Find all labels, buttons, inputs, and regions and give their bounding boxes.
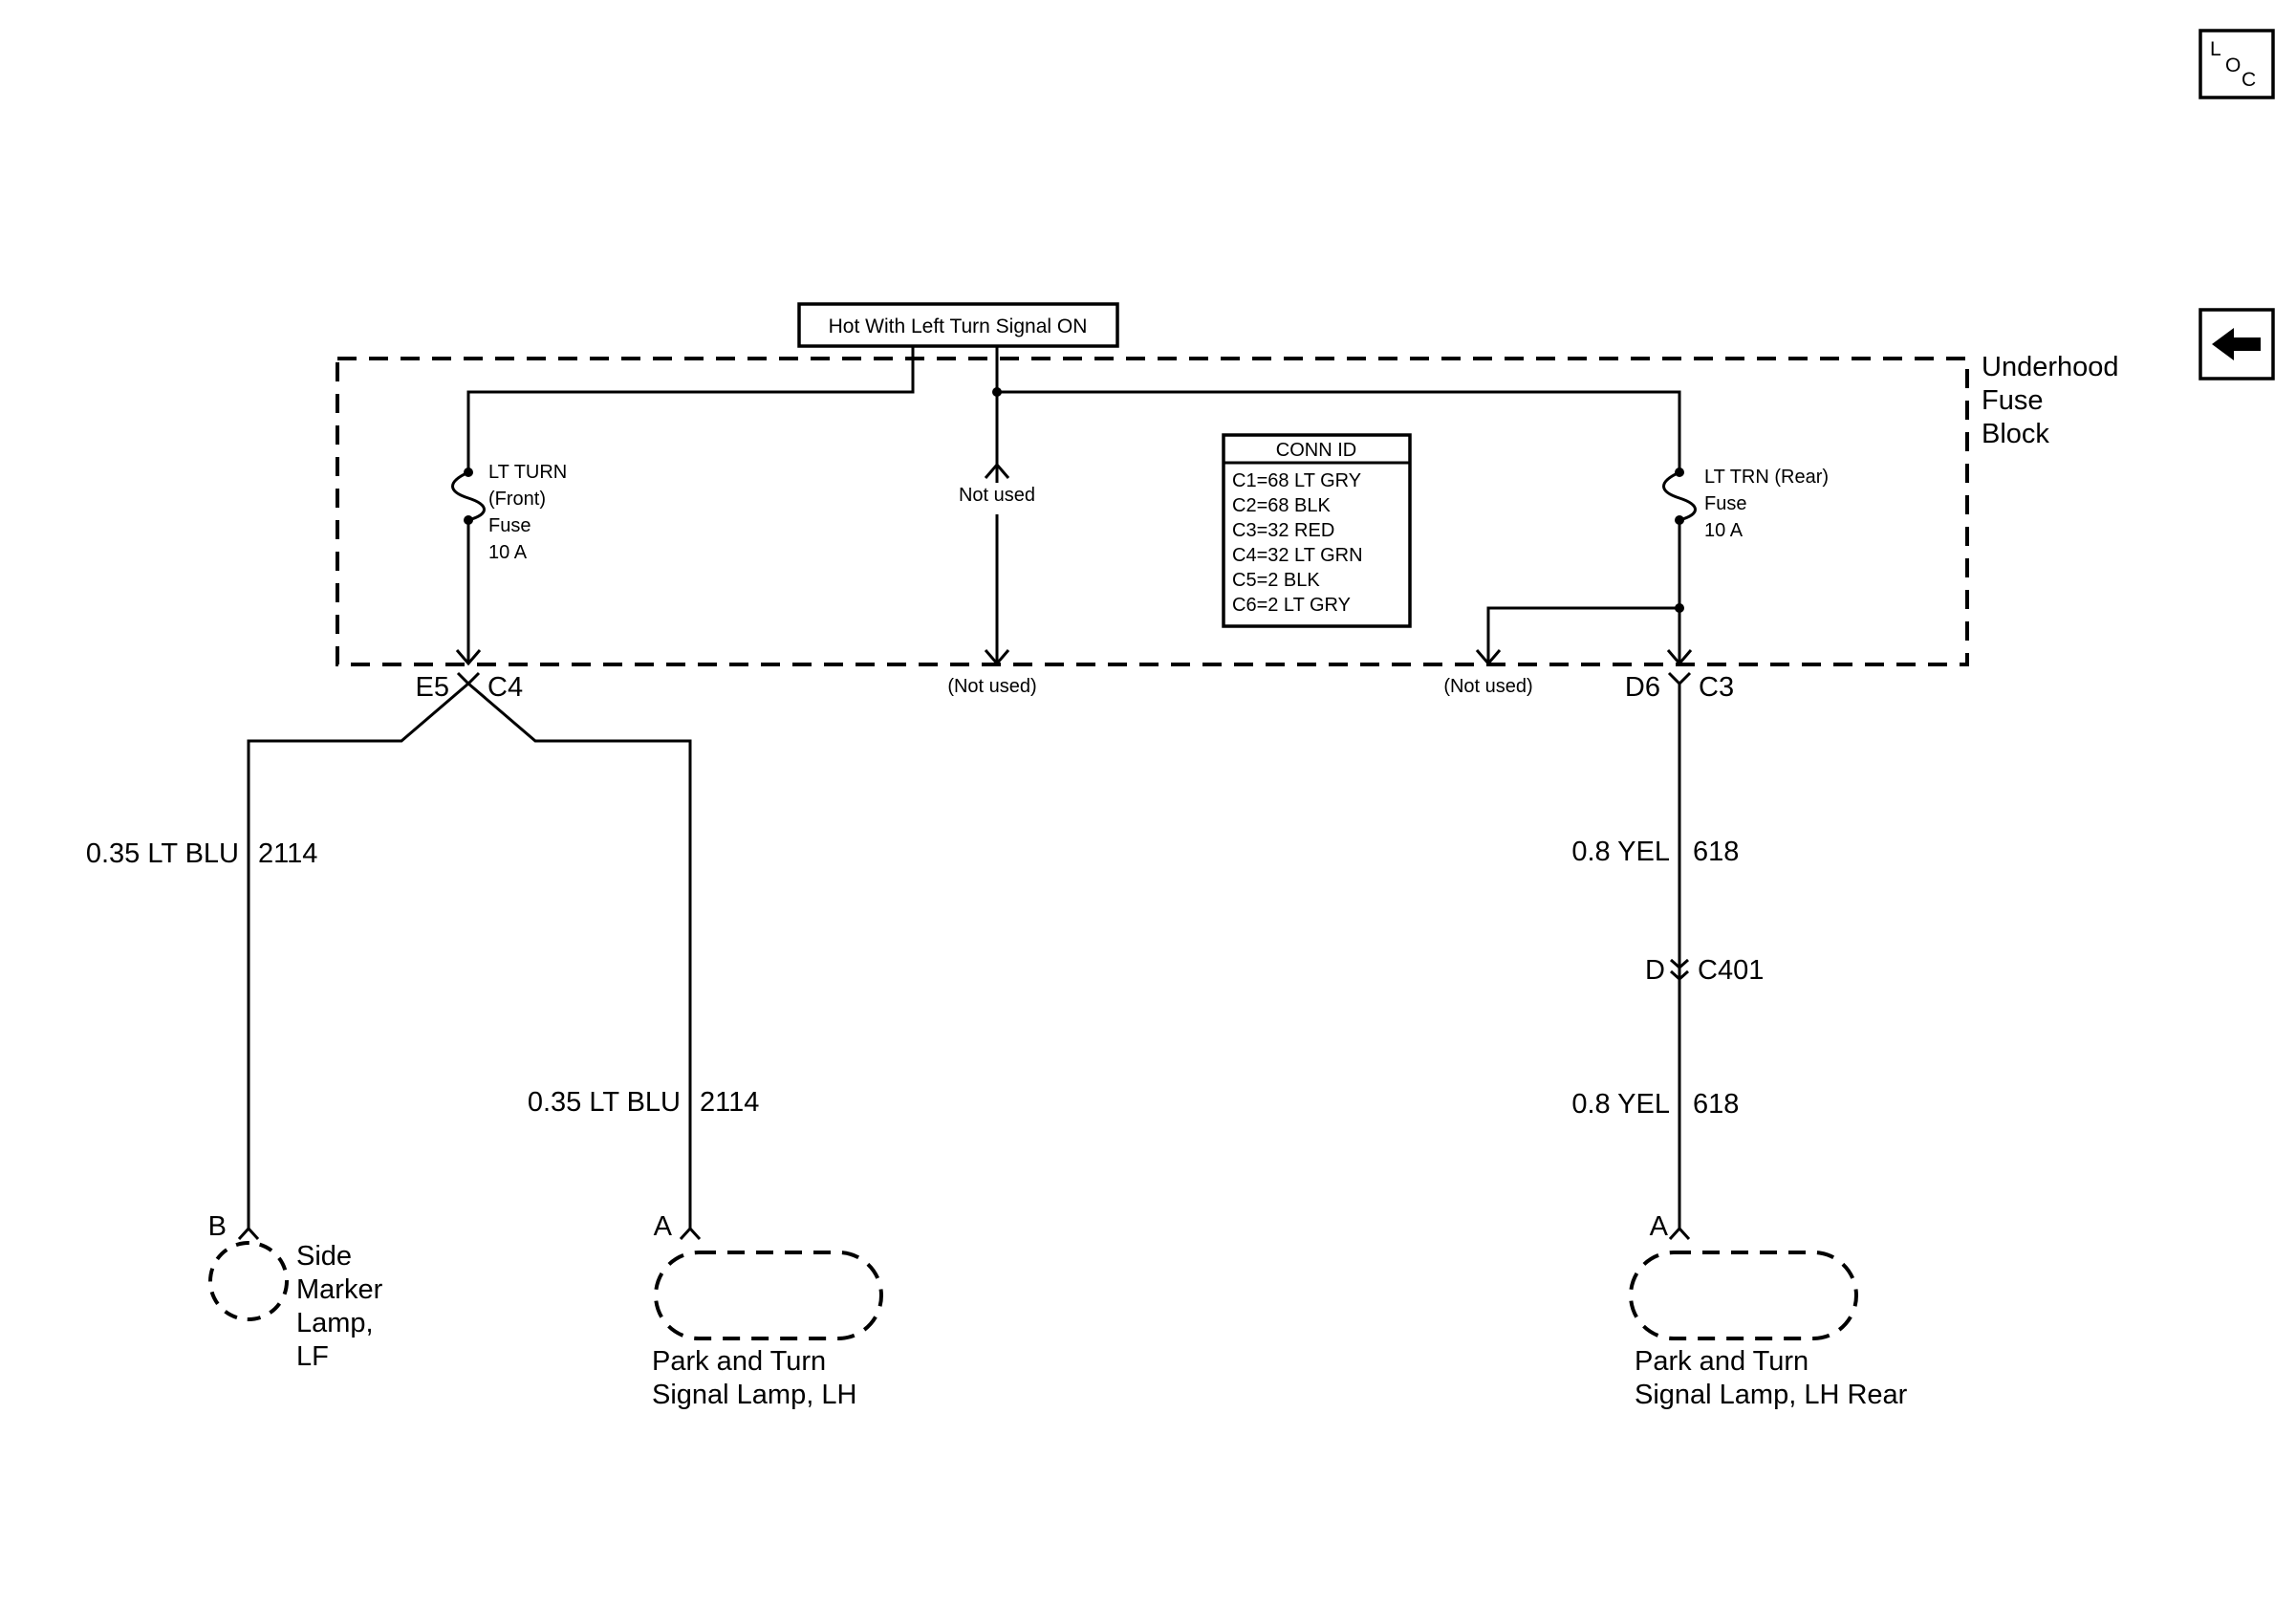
c401-connector-label: C401 — [1698, 955, 1764, 986]
loc-button-frame[interactable] — [2199, 29, 2275, 99]
side-marker-wire-circuit: 2114 — [258, 838, 317, 869]
conn-id-item: C5=2 BLK — [1232, 570, 1320, 591]
park-lh-wire-color: 0.35 LT BLU — [528, 1087, 681, 1118]
c3-connector-icon — [1667, 671, 1692, 686]
park-lh-rear-lamp-icon — [1629, 1251, 1858, 1340]
fuse-block-name-line2: Fuse — [1982, 385, 2043, 416]
rear-arrow-icon — [1666, 649, 1693, 666]
conn-id-box — [1222, 433, 1412, 628]
rear-lower-wire-circuit: 618 — [1693, 1089, 1739, 1120]
not-used-inside-label: Not used — [959, 485, 1035, 506]
c4-pin-label: E5 — [416, 672, 449, 703]
back-button[interactable] — [2199, 308, 2275, 381]
conn-id-item: C2=68 BLK — [1232, 495, 1332, 516]
park-lh-wire — [467, 682, 692, 1229]
rear-fuse-label-line1: LT TRN (Rear) — [1704, 467, 1829, 488]
front-fuse-label-line4: 10 A — [488, 542, 528, 563]
rear-fuse-label-line3: 10 A — [1704, 520, 1744, 541]
fuse-block-name-line3: Block — [1982, 419, 2049, 449]
park-lh-wire-circuit: 2114 — [700, 1087, 759, 1118]
park-lh-rear-pin-icon — [1668, 1226, 1691, 1241]
conn-id-item: C3=32 RED — [1232, 520, 1334, 541]
fuse-element-icon — [451, 470, 486, 522]
park-lh-lamp-icon — [654, 1251, 883, 1340]
side-marker-name-line3: Lamp, — [296, 1308, 374, 1338]
rear-lower-wire-color: 0.8 YEL — [1571, 1089, 1670, 1120]
power-source-box — [797, 302, 1119, 348]
c4-connector-label: C4 — [487, 672, 523, 703]
rear-fuse — [1662, 468, 1697, 525]
side-marker-pin-icon — [237, 1226, 260, 1241]
park-lh-pin-icon — [679, 1226, 702, 1241]
front-fuse-feed-wire — [466, 346, 915, 468]
not-used-upper-arrow-icon — [984, 462, 1010, 479]
side-marker-name-line2: Marker — [296, 1274, 383, 1305]
park-lh-name-line2: Signal Lamp, LH — [652, 1380, 856, 1410]
front-fuse-label-line1: LT TURN — [488, 462, 567, 483]
not-used-mid-label: (Not used) — [947, 676, 1036, 697]
front-fuse-label-line2: (Front) — [488, 489, 546, 510]
side-marker-name-line1: Side — [296, 1241, 352, 1272]
fuse-element-icon — [1662, 470, 1697, 522]
loc-letter-c: C — [2242, 69, 2256, 91]
rear-upper-wire-color: 0.8 YEL — [1571, 837, 1670, 867]
not-used-lower-arrow-icon — [984, 649, 1010, 666]
conn-id-item: C4=32 LT GRN — [1232, 545, 1363, 566]
not-used-right-label: (Not used) — [1443, 676, 1532, 697]
rear-fuse-feed-wire — [995, 346, 1681, 468]
loc-letter-o: O — [2225, 54, 2241, 76]
fuse-block-outline — [336, 357, 1969, 666]
rear-fuse-label-line2: Fuse — [1704, 493, 1746, 514]
side-marker-wire-color: 0.35 LT BLU — [86, 838, 239, 869]
front-arrow-icon — [455, 649, 482, 666]
side-marker-pin-label: B — [208, 1211, 227, 1242]
c3-connector-label: C3 — [1699, 672, 1734, 703]
c3-pin-label: D6 — [1625, 672, 1660, 703]
rear-upper-wire-circuit: 618 — [1693, 837, 1739, 867]
back-arrow-icon — [2212, 328, 2261, 360]
side-marker-wire — [247, 682, 469, 1229]
front-fuse — [451, 468, 486, 525]
conn-id-title: CONN ID — [1276, 440, 1356, 461]
park-lh-rear-name-line1: Park and Turn — [1635, 1346, 1809, 1377]
side-marker-lamp-icon — [208, 1241, 289, 1321]
park-lh-pin-label: A — [654, 1211, 673, 1242]
c4-connector-icon — [456, 671, 481, 686]
loc-button[interactable]: L O C — [2199, 29, 2275, 99]
rear-not-used-branch — [1486, 606, 1679, 664]
park-lh-rear-name-line2: Signal Lamp, LH Rear — [1635, 1380, 1908, 1410]
conn-id-table: CONN ID C1=68 LT GRY C2=68 BLK C3=32 RED… — [1222, 433, 1412, 628]
power-source-text: Hot With Left Turn Signal ON — [829, 315, 1088, 337]
front-fuse-label-line3: Fuse — [488, 515, 531, 536]
conn-id-item: C1=68 LT GRY — [1232, 470, 1361, 491]
rear-not-used-arrow-icon — [1475, 649, 1502, 666]
loc-letter-l: L — [2210, 38, 2221, 60]
side-marker-name-line4: LF — [296, 1341, 329, 1372]
power-source-label: Hot With Left Turn Signal ON — [797, 302, 1119, 348]
conn-id-item: C6=2 LT GRY — [1232, 595, 1351, 616]
c401-pin-label: D — [1645, 955, 1665, 986]
fuse-block-name-line1: Underhood — [1982, 352, 2119, 382]
c401-connector-icon — [1670, 958, 1689, 982]
park-lh-name-line1: Park and Turn — [652, 1346, 826, 1377]
park-lh-rear-pin-label: A — [1650, 1211, 1669, 1242]
